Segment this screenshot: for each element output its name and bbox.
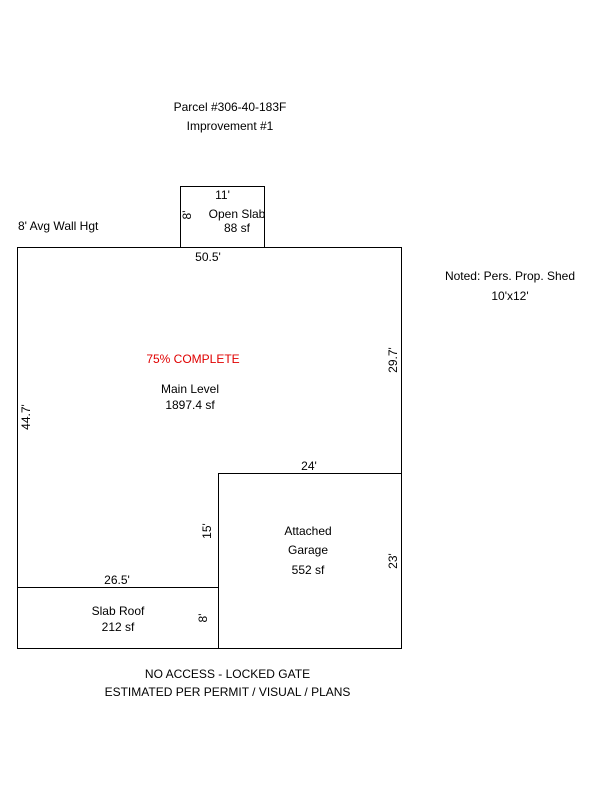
slab-roof-area [17, 587, 219, 649]
garage-left-dimension: 15' [200, 523, 214, 539]
open-slab-top-dimension: 11' [215, 188, 230, 202]
main-level-top-dimension: 50.5' [195, 250, 221, 264]
slab-roof-label: Slab Roof [91, 604, 145, 618]
slab-roof-top-dimension: 26.5' [104, 573, 130, 587]
completion-status: 75% COMPLETE [146, 352, 240, 366]
main-level-left-dimension: 44.7' [19, 404, 33, 430]
open-slab-label: Open Slab [208, 207, 266, 221]
parcel-number: Parcel #306-40-183F [173, 100, 287, 114]
access-note: NO ACCESS - LOCKED GATE [144, 667, 311, 681]
open-slab-area-value: 88 sf [223, 221, 250, 235]
open-slab-side-dimension: 8' [180, 210, 194, 220]
wall-height-note: 8' Avg Wall Hgt [18, 219, 99, 233]
main-level-area-value: 1897.4 sf [165, 398, 215, 412]
attached-garage-area [218, 473, 402, 649]
garage-top-dimension: 24' [301, 459, 317, 473]
garage-right-dimension: 23' [386, 553, 400, 569]
improvement-number: Improvement #1 [186, 119, 274, 133]
estimation-note: ESTIMATED PER PERMIT / VISUAL / PLANS [104, 685, 351, 699]
garage-area-value: 552 sf [291, 563, 325, 577]
main-level-right-dimension: 29.7' [386, 347, 400, 373]
garage-label-line1: Attached [284, 524, 332, 538]
shed-note: Noted: Pers. Prop. Shed [444, 269, 576, 283]
slab-roof-right-dimension: 8' [196, 613, 210, 623]
garage-label-line2: Garage [287, 543, 329, 557]
main-level-label: Main Level [160, 382, 220, 396]
slab-roof-area-value: 212 sf [101, 620, 135, 634]
shed-size-note: 10'x12' [491, 289, 529, 303]
